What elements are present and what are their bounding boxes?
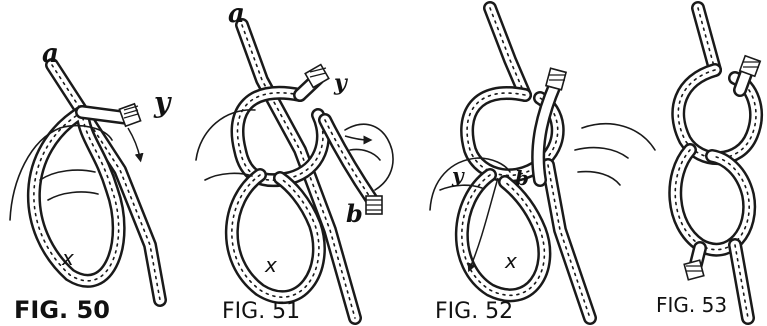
rope-fig50: [34, 65, 160, 300]
figure-50: a y x FIG. 50: [10, 39, 172, 324]
figure-51: a y b x FIG. 51: [196, 0, 393, 324]
rope-fig52: [462, 8, 590, 318]
label-y-fig52: y: [451, 163, 465, 187]
caption-fig50: FIG. 50: [14, 296, 110, 324]
label-b-fig51: b: [346, 199, 363, 228]
caption-fig52: FIG. 52: [435, 299, 513, 324]
arrow-fig51: [345, 136, 368, 140]
label-b-fig52: b: [515, 166, 529, 190]
whipped-end-bottom-fig53: [684, 260, 704, 280]
label-a-fig50: a: [42, 39, 59, 69]
figure-53: FIG. 53: [656, 8, 760, 318]
label-x-fig52: x: [504, 249, 517, 273]
whipped-end-fig52: [546, 68, 566, 90]
label-y-fig51: y: [333, 70, 349, 96]
label-x-fig50: x: [61, 246, 74, 270]
caption-fig51: FIG. 51: [222, 299, 300, 324]
label-y-fig50: y: [153, 86, 172, 119]
arrow-fig50: [128, 128, 140, 158]
whipped-end-b-fig51: [366, 196, 382, 214]
label-a-fig51: a: [228, 0, 245, 29]
rope-fig51: [232, 25, 372, 318]
label-x-fig51: x: [264, 253, 277, 277]
figure-52: y b x FIG. 52: [430, 8, 655, 324]
caption-fig53: FIG. 53: [656, 293, 727, 317]
